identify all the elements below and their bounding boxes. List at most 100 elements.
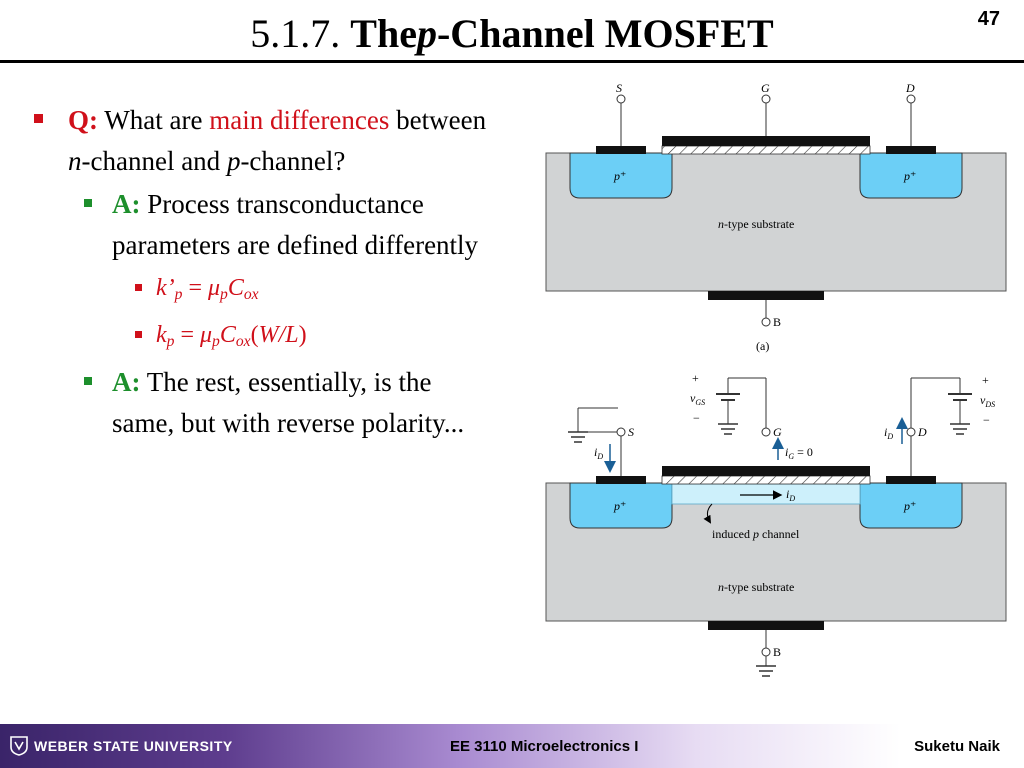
drain-terminal-b — [906, 427, 916, 437]
title-the: The — [350, 11, 417, 56]
formula-1-k-sub: p — [174, 285, 183, 303]
id-label-source-i: i — [594, 445, 597, 459]
bullet-marker — [135, 330, 142, 338]
label-pplus-drain-b: p⁺ — [903, 499, 916, 513]
formula-2-mu-sub: p — [212, 332, 220, 350]
label-d-b: D — [917, 425, 927, 439]
drain-contact — [886, 146, 936, 154]
question-text-3: -channel and — [81, 146, 221, 176]
formula-2-open: ( — [250, 321, 259, 348]
formula-1-k: k’ — [156, 275, 175, 301]
question-highlight: main differences — [209, 105, 390, 135]
formula-2-eq: = — [180, 321, 194, 348]
vgs-label-sub: GS — [695, 398, 705, 407]
wsu-shield-icon — [10, 736, 28, 756]
vds-label: vDS — [980, 393, 995, 409]
formula-k: kp = μpCox(W/L) — [28, 317, 498, 360]
induced-text-1: induced — [712, 527, 750, 541]
answer-1-text: Process transconductance parameters are … — [112, 189, 479, 260]
vgs-label-v: v — [690, 391, 696, 405]
footer-author: Suketu Naik — [914, 738, 1000, 755]
ground-icon — [718, 423, 738, 435]
id-label-drain: iD — [884, 425, 893, 441]
formula-1-c: C — [227, 275, 244, 301]
source-pplus-region-b — [569, 482, 673, 529]
label-substrate-b-n: n — [718, 580, 724, 594]
bullet-marker — [84, 199, 92, 207]
bullet-answer-1: A: Process transconductance parameters a… — [28, 184, 498, 266]
id-label-drain-sub: D — [886, 432, 893, 441]
body-terminal — [761, 317, 771, 327]
label-g-a: G — [761, 81, 770, 95]
label-pplus-source-a: p⁺ — [613, 169, 626, 183]
ig-label: iG = 0 — [785, 445, 813, 461]
title-number: 5.1.7. — [250, 11, 341, 56]
induced-channel-label: induced p channel — [712, 527, 800, 541]
bullet-answer-2: A: The rest, essentially, is the same, b… — [28, 362, 498, 444]
label-substrate-a: n-type substrate — [718, 217, 794, 231]
source-contact-b — [596, 476, 646, 484]
figure-a: S G D p⁺ p⁺ n-type substrate B (a) — [545, 81, 1007, 353]
answer-2-text: The rest, essentially, is the same, but … — [112, 366, 465, 438]
figure-b: S G D + vGS − + vDS − iD iD iG = 0 p⁺ p⁺… — [545, 371, 1007, 677]
gate-terminal — [761, 94, 771, 104]
formula-2-c-sub: ox — [235, 332, 251, 350]
ground-icon — [756, 665, 776, 677]
gate-terminal-b — [761, 427, 771, 437]
university-logo: WEBER STATE UNIVERSITY — [10, 736, 233, 756]
caption-a: (a) — [756, 339, 769, 353]
ground-icon — [568, 431, 588, 443]
question-text-4: -channel? — [240, 146, 346, 176]
source-terminal — [616, 94, 626, 104]
gate-oxide-b — [661, 475, 871, 485]
question-n: n — [68, 146, 82, 176]
formula-1-c-sub: ox — [243, 285, 259, 303]
induced-p: p — [752, 527, 759, 541]
vds-battery-icon — [948, 393, 972, 401]
gate-metal-b — [662, 466, 870, 476]
formula-2-k-sub: p — [166, 332, 175, 350]
body-contact — [708, 291, 824, 300]
drain-pplus-region — [859, 152, 963, 199]
ground-icon — [950, 423, 970, 435]
id-channel-label-i: i — [786, 487, 789, 501]
induced-text-2: channel — [762, 527, 800, 541]
ig-label-sub: G — [788, 452, 794, 461]
label-substrate-b: n-type substrate — [718, 580, 794, 594]
label-b-b: B — [773, 645, 781, 659]
bullet-marker — [34, 114, 43, 123]
label-d-a: D — [905, 81, 915, 95]
pmos-cross-section-figure: S G D p⁺ p⁺ n-type substrate B (a) — [545, 81, 1007, 677]
label-b-a: B — [773, 315, 781, 329]
title-rest: -Channel MOSFET — [436, 11, 774, 56]
body-terminal-b — [761, 647, 771, 657]
label-substrate-a-text: -type substrate — [724, 217, 794, 231]
source-pplus-region — [569, 152, 673, 199]
question-p: p — [226, 146, 241, 176]
vgs-label: vGS — [690, 391, 705, 407]
id-label-drain-i: i — [884, 425, 887, 439]
slide-title: 5.1.7. Thep-Channel MOSFET — [0, 10, 1024, 58]
source-terminal-b — [616, 427, 626, 437]
formula-2-wl: W/L — [258, 321, 299, 348]
gate-oxide — [661, 145, 871, 155]
id-label-source: iD — [594, 445, 603, 461]
question-text-2: between — [396, 105, 487, 135]
bullet-question: Q: What are main differences between n-c… — [28, 100, 498, 182]
bullet-marker — [135, 284, 142, 291]
vds-label-v: v — [980, 393, 986, 407]
question-label: Q: — [68, 105, 98, 135]
label-pplus-source-b: p⁺ — [613, 499, 626, 513]
drain-contact-b — [886, 476, 936, 484]
id-channel-label-sub: D — [788, 494, 795, 503]
formula-1-eq: = — [188, 275, 202, 301]
label-substrate-b-text: -type substrate — [724, 580, 794, 594]
vds-minus: − — [983, 413, 990, 427]
ig-label-value: = 0 — [794, 445, 813, 459]
vgs-minus: − — [693, 411, 700, 425]
drain-pplus-region-b — [859, 482, 963, 529]
vgs-plus: + — [692, 371, 699, 385]
footer-bar: WEBER STATE UNIVERSITY EE 3110 Microelec… — [0, 724, 1024, 768]
slide-number: 47 — [977, 8, 1000, 30]
formula-2-c: C — [219, 321, 236, 348]
